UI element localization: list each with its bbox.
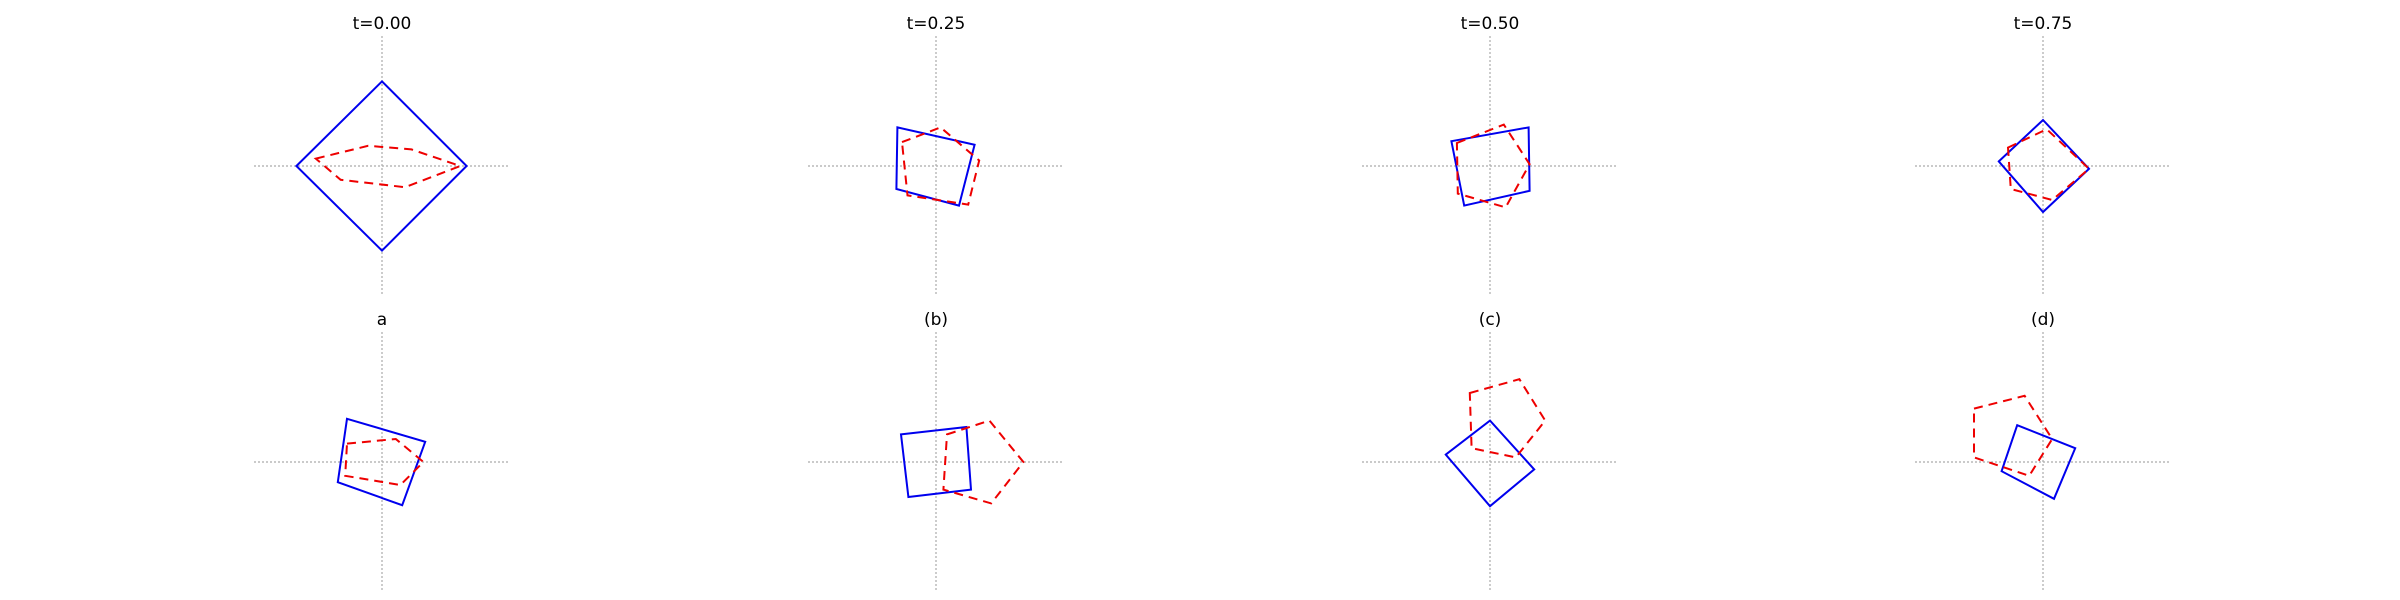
blue-square-shape (1997, 118, 2091, 214)
panel-2: t=0.25 (808, 14, 1064, 296)
blue-square-shape (899, 425, 973, 499)
panel-title: (c) (1479, 310, 1502, 330)
panel-4: t=0.75 (1915, 14, 2171, 296)
blue-square-shape (895, 126, 976, 207)
panel-title: a (377, 310, 387, 330)
panels-grid: t=0.00 t=0.25 t=0.50 t=0.75 a (b) (c) (d) (254, 14, 2171, 592)
red-dashed-pentagon-shape (1455, 123, 1531, 209)
panel-title: t=0.50 (1461, 14, 1520, 34)
blue-square-shape (336, 417, 427, 507)
panel-1: t=0.00 (254, 14, 510, 296)
red-dashed-pentagon-shape (2006, 128, 2091, 202)
red-dashed-pentagon-shape (1973, 394, 2054, 477)
red-dashed-pentagon-shape (313, 144, 464, 189)
red-dashed-pentagon-shape (942, 419, 1025, 505)
blue-square-shape (2000, 423, 2077, 501)
panel-7: (c) (1362, 310, 1618, 592)
red-dashed-pentagon-shape (900, 126, 981, 206)
panel-5: a (254, 310, 510, 592)
red-dashed-pentagon-shape (1468, 378, 1547, 459)
panel-title: t=0.75 (2014, 14, 2073, 34)
panel-title: t=0.25 (907, 14, 966, 34)
blue-square-shape (1450, 126, 1531, 207)
panel-title: t=0.00 (353, 14, 412, 34)
blue-square-shape (1444, 419, 1536, 508)
panel-3: t=0.50 (1362, 14, 1618, 296)
panel-6: (b) (808, 310, 1064, 592)
panel-title: (d) (2031, 310, 2055, 330)
panel-8: (d) (1915, 310, 2171, 592)
blue-square-shape (294, 79, 469, 253)
panel-title: (b) (924, 310, 948, 330)
